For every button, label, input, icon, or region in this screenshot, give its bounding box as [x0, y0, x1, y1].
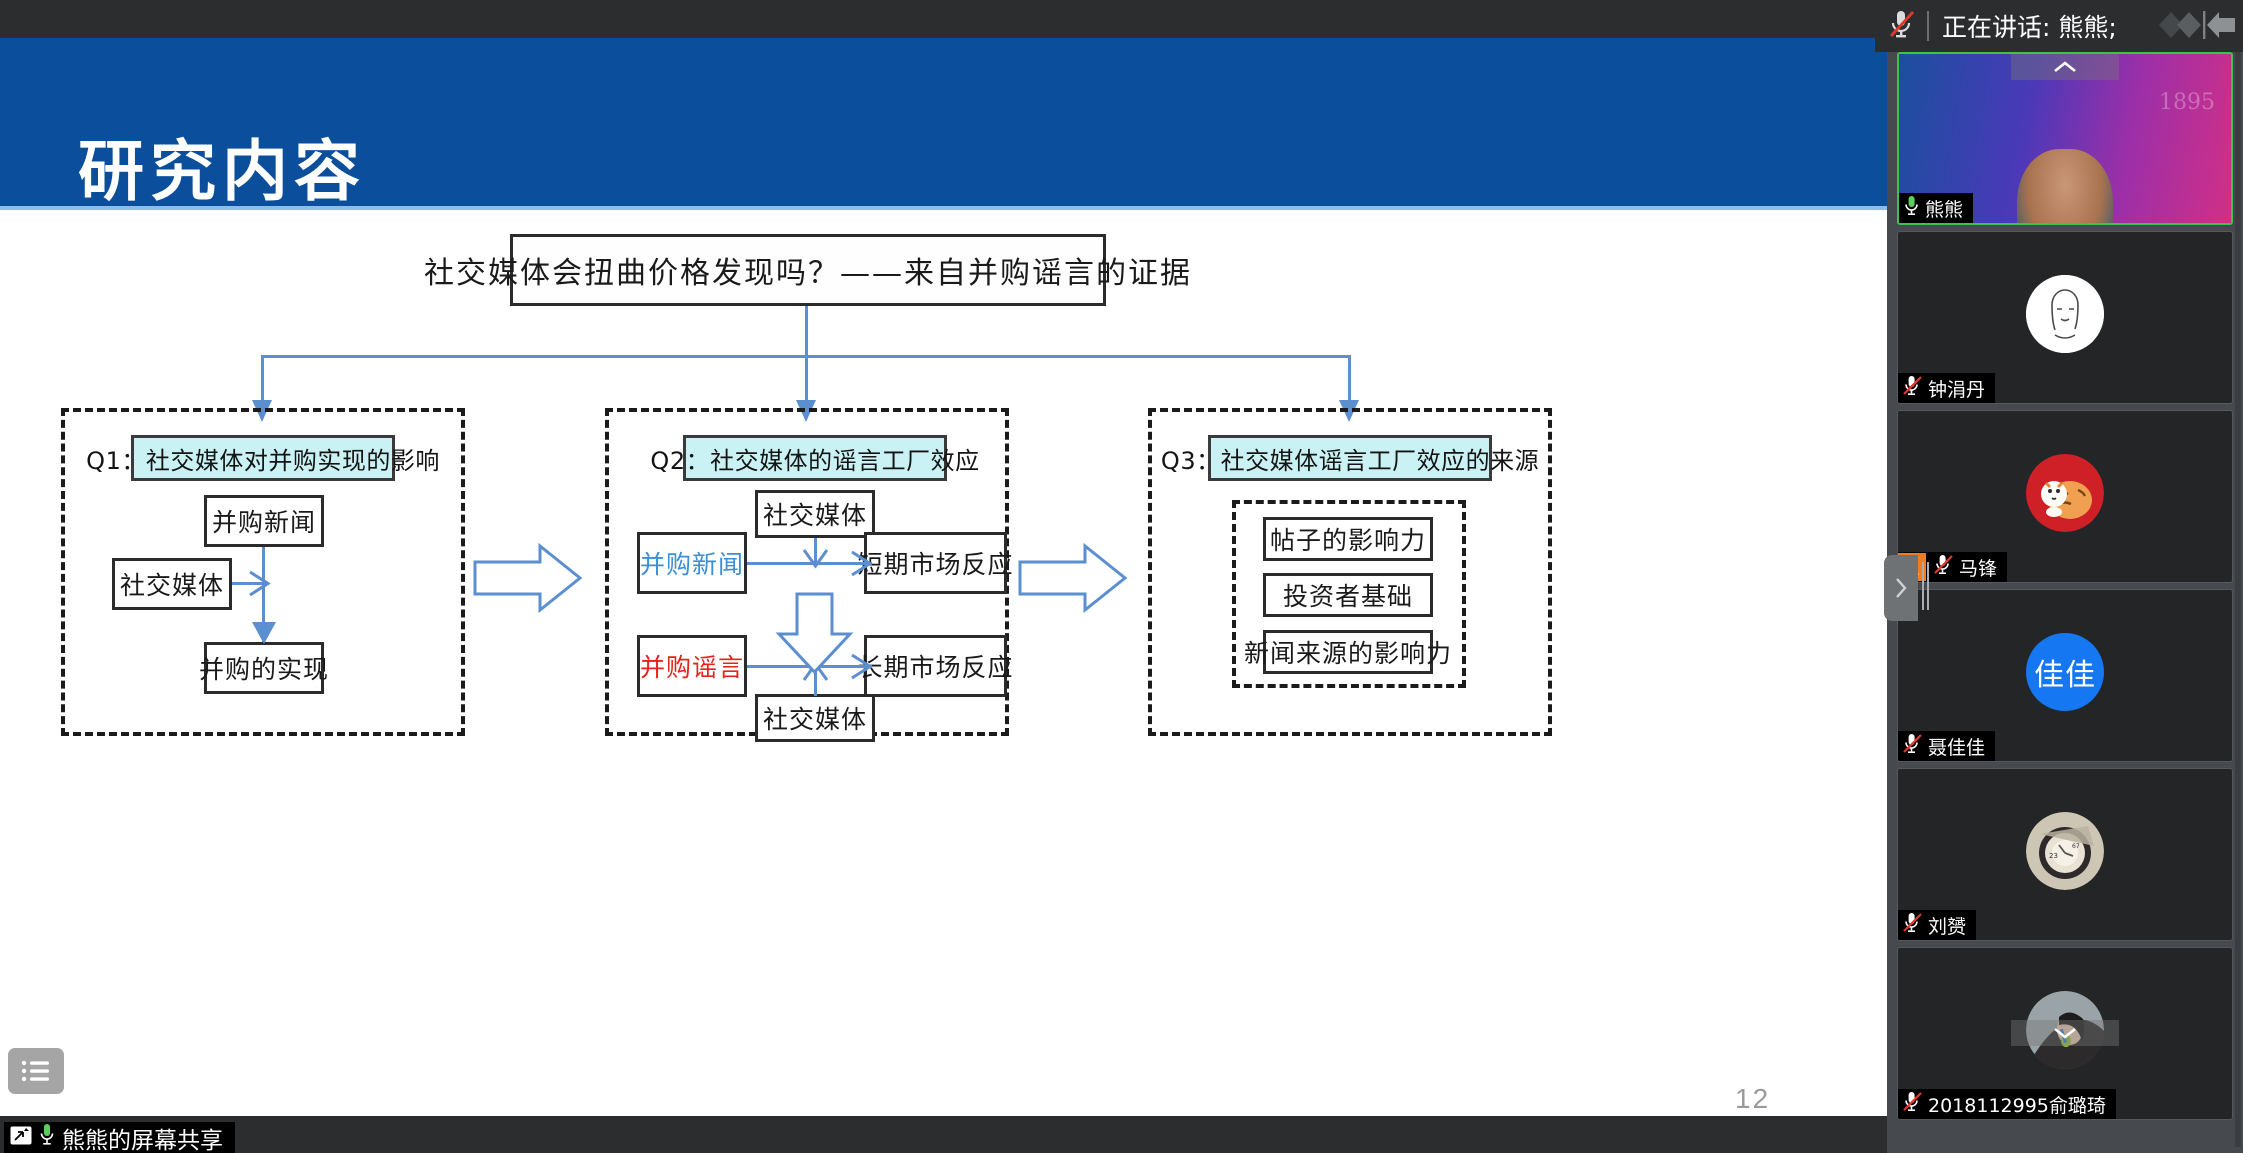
- chevron-right-icon[interactable]: [1884, 555, 1918, 621]
- participant-name-badge: 钟涓丹: [1898, 373, 1996, 403]
- branch-line-q1: [261, 355, 264, 403]
- q1-node-news: 并购新闻: [204, 495, 324, 547]
- svg-text:67: 67: [2072, 843, 2080, 850]
- q2-node-social-media-top: 社交媒体: [755, 490, 875, 538]
- q2-bottom-vertical-line: [814, 668, 817, 696]
- panel-q2-heading: Q2：社交媒体的谣言工厂效应: [650, 435, 979, 481]
- q1-vertical-connector: [262, 547, 265, 642]
- mic-off-icon: [1889, 9, 1915, 44]
- participant-tile[interactable]: 钟涓丹: [1897, 231, 2233, 404]
- list-menu-icon[interactable]: [8, 1048, 64, 1094]
- mic-off-icon: [1903, 733, 1922, 759]
- panel-q1-heading: Q1：社交媒体对并购实现的影响: [86, 435, 439, 481]
- speaker-face: [2017, 148, 2113, 223]
- mic-on-icon: [1904, 195, 1919, 221]
- avatar-initials: 佳佳: [2034, 658, 2096, 694]
- participant-name-badge: 刘赟: [1898, 910, 1977, 940]
- q2-node-short-market-reaction: 短期市场反应: [858, 532, 1013, 594]
- participant-tile[interactable]: 2018112995俞璐琦: [1897, 947, 2233, 1120]
- avatar: [2026, 454, 2104, 533]
- avatar: [2026, 275, 2104, 354]
- q3-node-investor-base: 投资者基础: [1263, 573, 1433, 617]
- q2-node-social-media-bottom: 社交媒体: [755, 694, 875, 742]
- screen-share-icon: [10, 1125, 32, 1151]
- q1-node-social-media: 社交媒体: [112, 558, 232, 610]
- participant-tile[interactable]: 佳佳 聂佳佳: [1897, 589, 2233, 762]
- active-speaker-text: 正在讲话: 熊熊;: [1942, 13, 2117, 42]
- screen-share-label: 熊熊的屏幕共享: [62, 1127, 223, 1153]
- participant-name: 马锋: [1959, 557, 1998, 580]
- background-watermark: 1895: [2159, 90, 2215, 115]
- avatar: 23 67: [2026, 812, 2104, 891]
- presentation-slide: 研究内容 社交媒体会扭曲价格发现吗？——来自并购谣言的证据 Q1: [0, 38, 1887, 1116]
- participant-name-badge: 聂佳佳: [1898, 731, 1996, 761]
- q1-node-outcome: 并购的实现: [199, 642, 328, 694]
- branch-line-q3: [1348, 355, 1351, 403]
- panel-q3: [1148, 408, 1552, 736]
- panel-drag-handle[interactable]: [1919, 560, 1931, 612]
- q2-node-ma-rumor: 并购谣言: [637, 635, 747, 697]
- q1-horizontal-connector: [232, 582, 266, 585]
- svg-text:23: 23: [2049, 852, 2058, 860]
- participant-name: 钟涓丹: [1928, 378, 1986, 401]
- q2-top-horizontal-line: [747, 562, 872, 565]
- participant-tile[interactable]: 1895 熊熊: [1897, 52, 2233, 225]
- participant-name: 2018112995俞璐琦: [1928, 1094, 2106, 1117]
- share-top-strip: [0, 0, 1887, 38]
- q2-top-vertical-line: [814, 538, 817, 563]
- share-bottom-strip: [0, 1116, 1887, 1153]
- shared-screen-area: 研究内容 社交媒体会扭曲价格发现吗？——来自并购谣言的证据 Q1: [0, 0, 1929, 1153]
- q2-node-long-market-reaction: 长期市场反应: [858, 635, 1013, 697]
- collapse-left-arrow-icon[interactable]: [2147, 8, 2239, 42]
- slide-page-number: 12: [1735, 1083, 1771, 1114]
- slide-header-band: [0, 38, 1887, 206]
- bar-divider: [1927, 11, 1929, 41]
- participant-name: 熊熊: [1925, 198, 1964, 221]
- participant-tile[interactable]: 马锋: [1897, 410, 2233, 583]
- participant-tile[interactable]: 23 67 刘赟: [1897, 768, 2233, 941]
- participant-scrollbar[interactable]: [2235, 52, 2241, 1147]
- participant-video-strip: 1895 熊熊: [1887, 0, 2243, 1153]
- participant-name: 聂佳佳: [1928, 736, 1986, 759]
- q2-node-ma-news: 并购新闻: [637, 532, 747, 594]
- mic-off-icon: [1934, 554, 1953, 580]
- q3-node-post-influence: 帖子的影响力: [1263, 517, 1433, 561]
- panel-q3-heading: Q3：社交媒体谣言工厂效应的来源: [1161, 435, 1539, 481]
- mic-off-icon: [1903, 912, 1922, 938]
- mic-off-icon: [1903, 375, 1922, 401]
- avatar: 佳佳: [2026, 633, 2104, 712]
- q3-node-news-source-influence: 新闻来源的影响力: [1244, 630, 1451, 674]
- q2-center-down-arrow: [775, 592, 854, 675]
- mic-on-icon: [39, 1123, 55, 1152]
- mic-off-icon: [1903, 1091, 1922, 1117]
- participant-name: 刘赟: [1928, 915, 1967, 938]
- chevron-up-icon[interactable]: [2011, 54, 2119, 80]
- participant-name-badge: 2018112995俞璐琦: [1898, 1089, 2116, 1119]
- chevron-down-icon[interactable]: [2011, 1020, 2119, 1046]
- screen-share-status: 熊熊的屏幕共享: [4, 1122, 235, 1153]
- research-content-diagram: 社交媒体会扭曲价格发现吗？——来自并购谣言的证据 Q1：社交媒体对并购实现的影响…: [0, 210, 1887, 1116]
- root-stem-line: [805, 306, 808, 356]
- slide-header-underline: [0, 206, 1887, 210]
- branch-line-q2: [805, 355, 808, 403]
- arrow-q1-to-q2: [473, 542, 583, 614]
- page-title: 研究内容: [78, 132, 366, 210]
- arrow-q2-to-q3: [1018, 542, 1128, 614]
- panel-q1: [61, 408, 465, 736]
- active-speaker-bar: 正在讲话: 熊熊;: [1875, 0, 2243, 52]
- participant-name-badge: 熊熊: [1899, 193, 1974, 223]
- root-question-box: 社交媒体会扭曲价格发现吗？——来自并购谣言的证据: [424, 234, 1190, 306]
- panel-q3-inner-group: [1232, 500, 1466, 688]
- avatar: [2026, 991, 2104, 1070]
